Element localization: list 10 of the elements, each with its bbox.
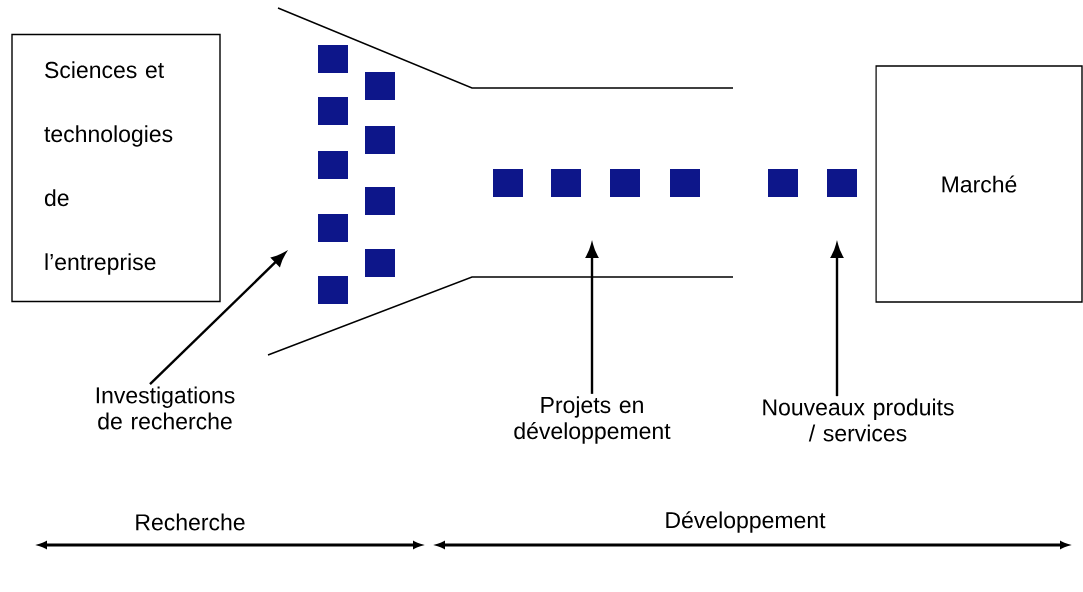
caption-text: Nouveaux produits / services	[763, 398, 954, 442]
arrow	[830, 243, 844, 397]
text-box: Sciences et technologies de l’entreprise	[11, 33, 221, 303]
caption-text: Projets en développement	[514, 396, 671, 444]
arrow	[585, 243, 599, 394]
arrow	[149, 252, 286, 385]
phase-label: Recherche	[136, 513, 245, 531]
market-box: Marché	[875, 65, 1083, 303]
caption-text: Investigations de recherche	[96, 386, 235, 430]
phase-label: Développement	[666, 511, 826, 533]
